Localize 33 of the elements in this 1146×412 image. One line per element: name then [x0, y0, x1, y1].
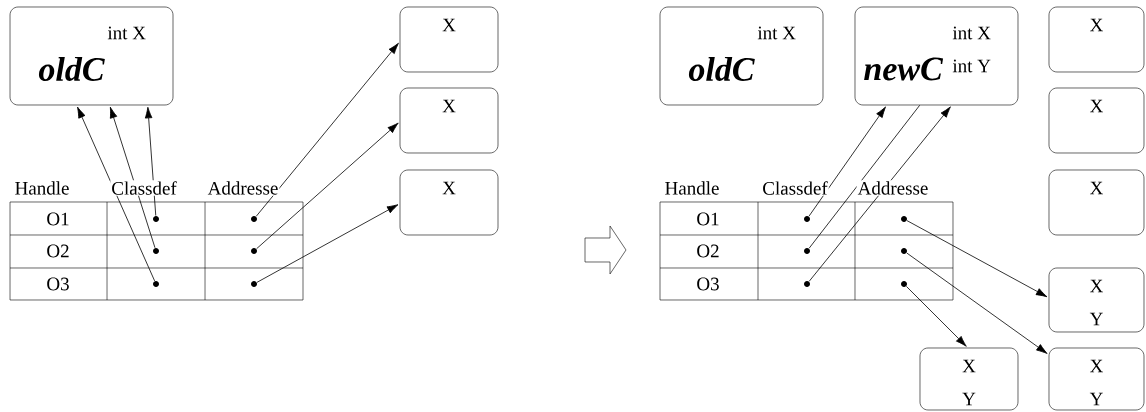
class-box: oldC int X — [9, 6, 174, 106]
column-header: Classdef — [110, 180, 178, 196]
row-label: O2 — [45, 243, 71, 259]
arrow — [77, 106, 156, 282]
row-label: O1 — [695, 211, 721, 227]
object-box: X Y — [1048, 347, 1145, 411]
arrow — [808, 106, 886, 217]
arrow — [255, 42, 399, 217]
column-header: Addresse — [206, 180, 280, 196]
row-label: O1 — [45, 211, 71, 227]
object-box: X — [399, 87, 499, 154]
arrow — [906, 286, 967, 347]
row-label: O2 — [695, 243, 721, 259]
object-box: X — [399, 169, 499, 236]
object-box: X — [1048, 169, 1145, 236]
column-header: Handle — [663, 180, 721, 196]
arrow — [906, 252, 1048, 354]
arrow — [256, 204, 399, 283]
class-box: oldC int X — [659, 6, 824, 106]
row-label: O3 — [45, 276, 71, 292]
object-box: X — [399, 6, 499, 73]
column-header: Addresse — [856, 180, 930, 196]
arrow — [256, 122, 399, 250]
object-box: X — [1048, 87, 1145, 154]
column-header: Handle — [13, 180, 71, 196]
column-header: Classdef — [761, 180, 829, 196]
object-box: X Y — [919, 347, 1019, 411]
arrow — [808, 106, 951, 282]
row-label: O3 — [695, 276, 721, 292]
object-box: X — [1048, 6, 1145, 73]
arrow — [906, 220, 1048, 298]
class-box: newC int X int Y — [854, 6, 1019, 106]
object-box: X Y — [1048, 267, 1145, 333]
